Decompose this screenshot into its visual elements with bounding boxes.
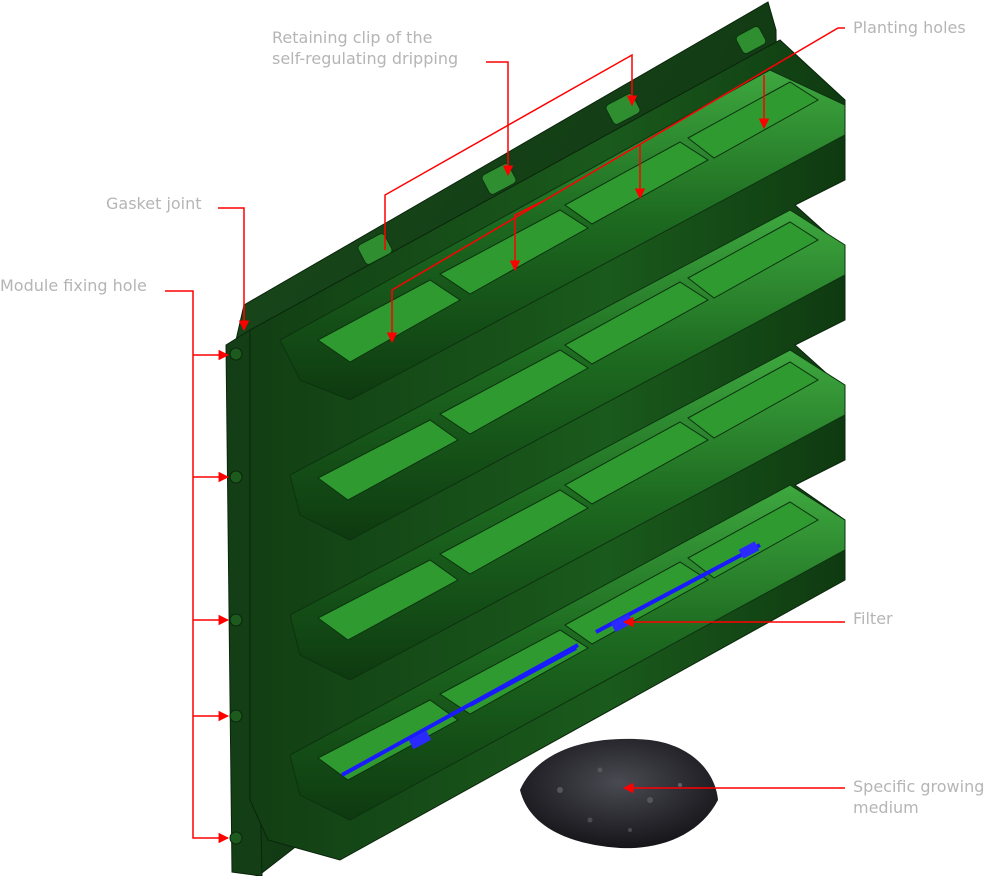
retaining-clip-label: Retaining clip of the self-regulating dr…	[272, 27, 458, 69]
planting-holes-label: Planting holes	[853, 18, 966, 37]
planting-pocket-row-2	[289, 209, 846, 541]
growing-medium-label: Specific growing medium	[853, 776, 984, 818]
gasket-joint-label: Gasket joint	[106, 194, 202, 213]
retaining-clip-label-line-2: self-regulating dripping	[272, 49, 459, 68]
leader-lines	[165, 27, 845, 844]
growing-medium-label-line-2: medium	[853, 798, 919, 817]
growing-medium-label-line-1: Specific growing	[853, 777, 985, 796]
module-fixing-holes	[229, 347, 243, 845]
filter-label: Filter	[853, 609, 893, 628]
retaining-clip-label-line-1: Retaining clip of the	[272, 28, 433, 47]
growing-medium-pile	[520, 738, 718, 849]
module-fixing-hole-label: Module fixing hole	[0, 276, 147, 295]
planting-pocket-row-3	[289, 349, 846, 681]
filter-strips	[341, 541, 761, 777]
planting-pocket-row-1	[279, 69, 846, 401]
